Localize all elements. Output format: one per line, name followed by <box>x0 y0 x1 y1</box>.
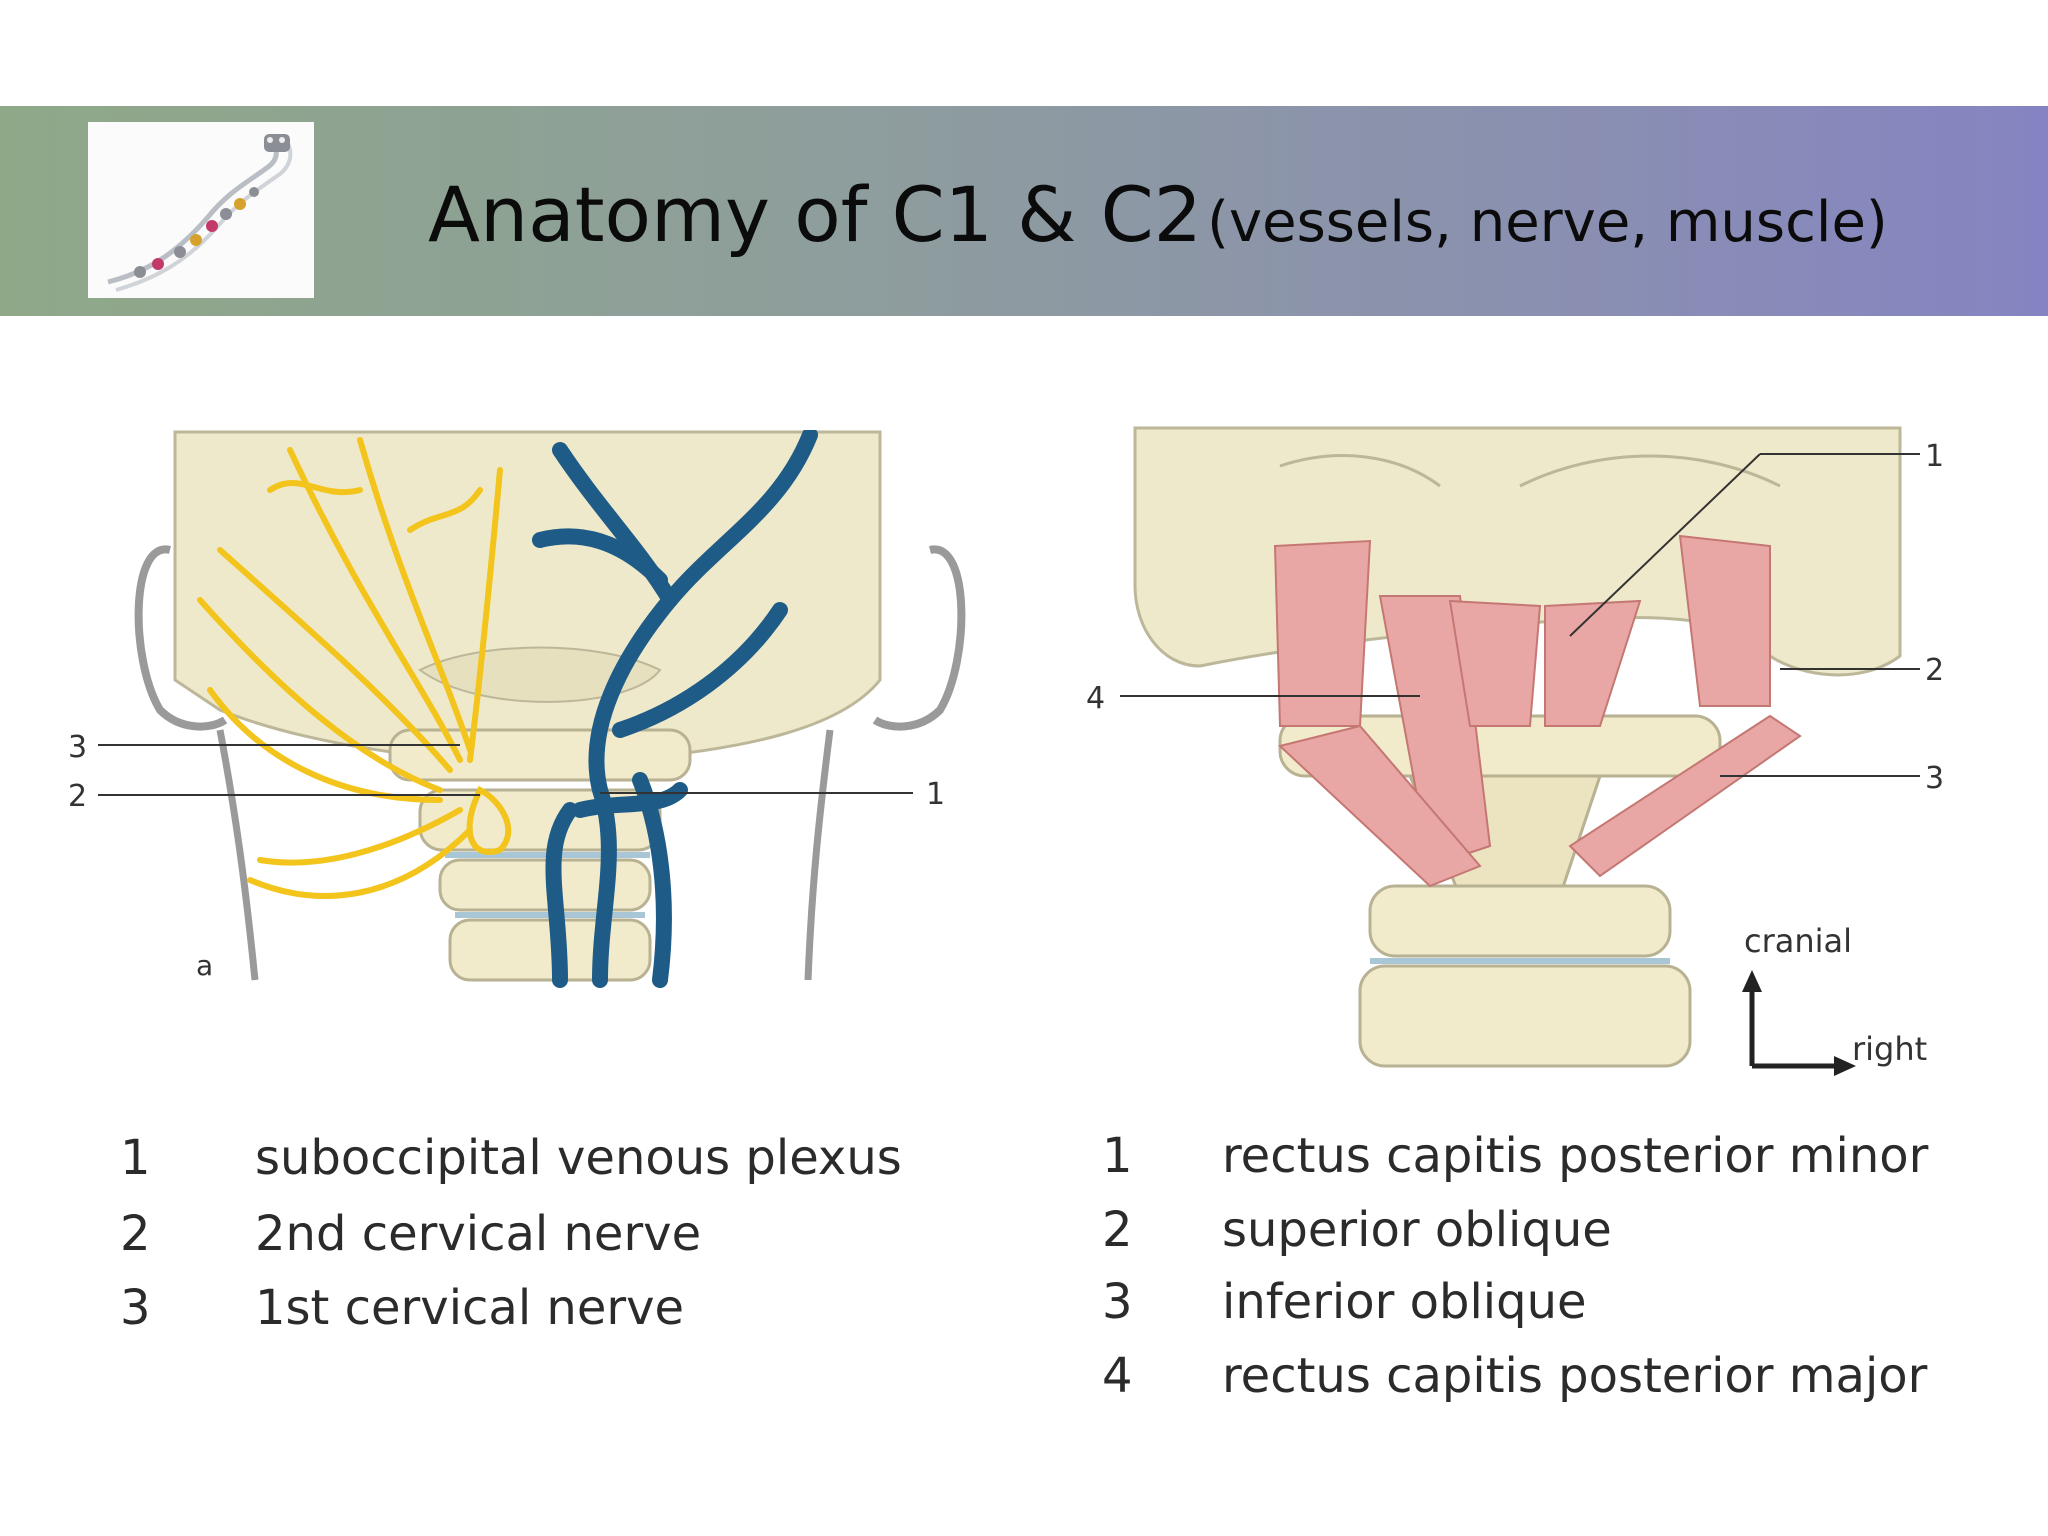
legend-number: 4 <box>1102 1348 1133 1404</box>
direction-right: right <box>1852 1030 1927 1068</box>
right-ear-outline <box>872 545 966 731</box>
legend-number: 1 <box>120 1130 151 1186</box>
muscle-right-rectus-minor <box>1544 599 1642 727</box>
title-main: Anatomy of C1 & C2 <box>428 170 1203 259</box>
spine-implant-thumbnail <box>88 122 314 298</box>
legend-number: 2 <box>1102 1202 1133 1258</box>
callout-2: 2 <box>68 779 87 814</box>
legend-number: 1 <box>1102 1128 1133 1184</box>
legend-muscles: 1 rectus capitis posterior minor 2 super… <box>1102 1128 2002 1428</box>
orientation-indicator: cranial right <box>1742 922 1927 1076</box>
callout-4: 4 <box>1086 681 1105 716</box>
callout-3: 3 <box>68 730 87 765</box>
muscle-right-inferior-oblique <box>1568 714 1802 878</box>
muscle-right-superior-oblique <box>1678 534 1771 707</box>
legend-text: suboccipital venous plexus <box>255 1130 902 1186</box>
direction-cranial: cranial <box>1744 922 1852 960</box>
legend-text: inferior oblique <box>1222 1274 1587 1330</box>
legend-text: rectus capitis posterior major <box>1222 1348 1928 1404</box>
suboccipital-muscles-illustration: 1 2 3 4 cranial right <box>1080 426 1980 1076</box>
callout-2: 2 <box>1925 653 1944 688</box>
left-ear-outline <box>134 545 228 731</box>
muscle-left-rectus-minor <box>1448 599 1542 727</box>
legend-vessels-nerves: 1 suboccipital venous plexus 2 2nd cervi… <box>120 1130 1000 1370</box>
vessels-nerves-illustration: 3 2 1 a <box>60 430 980 990</box>
occipital-bone <box>173 430 882 765</box>
callout-1: 1 <box>926 777 945 812</box>
suboccipital-muscles <box>1273 534 1802 888</box>
title-subtitle: (vessels, nerve, muscle) <box>1207 190 1888 255</box>
legend-number: 3 <box>120 1280 151 1336</box>
callout-1: 1 <box>1925 439 1944 474</box>
header-banner <box>0 106 2048 316</box>
cervical-nerves <box>197 437 512 899</box>
legend-text: 1st cervical nerve <box>255 1280 685 1336</box>
legend-number: 3 <box>1102 1274 1133 1330</box>
legend-text: rectus capitis posterior minor <box>1222 1128 1929 1184</box>
muscle-left-inferior-oblique <box>1277 724 1482 888</box>
legend-text: 2nd cervical nerve <box>255 1206 702 1262</box>
muscle-left-superior-oblique <box>1273 539 1372 727</box>
panel-label: a <box>196 949 213 982</box>
callout-3: 3 <box>1925 761 1944 796</box>
arrow-up-icon <box>1742 970 1762 992</box>
legend-number: 2 <box>120 1206 151 1262</box>
venous-plexus <box>532 430 818 988</box>
legend-text: superior oblique <box>1222 1202 1612 1258</box>
slide-title: Anatomy of C1 & C2 (vessels, nerve, musc… <box>428 170 1888 259</box>
arrow-right-icon <box>1834 1056 1856 1076</box>
